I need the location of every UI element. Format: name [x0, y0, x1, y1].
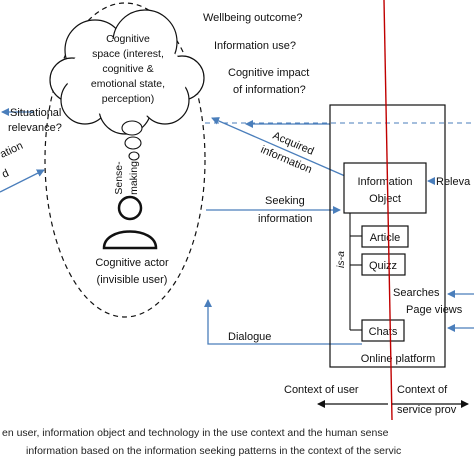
question-cognitive-impact-line1: Cognitive impact	[228, 67, 309, 79]
information-object-box	[343, 162, 427, 214]
relevance-cut-label: Releva	[436, 176, 471, 188]
chats-box	[361, 319, 405, 342]
is-a-label: is-a	[335, 251, 347, 268]
question-information-use: Information use?	[214, 40, 296, 52]
user-figure-icon	[102, 195, 158, 250]
article-box	[361, 225, 409, 248]
cloud-text-line1: Cognitive	[106, 33, 150, 45]
situational-line1: Situational	[10, 107, 61, 119]
sense-making-line1: Sense-	[113, 161, 125, 195]
context-service-line1: Context of	[397, 384, 448, 396]
context-service-line2: service prov	[397, 404, 457, 416]
seeking-label-line2: information	[258, 213, 312, 225]
caption-line2: information based on the information see…	[26, 445, 401, 457]
cloud-text-line5: perception)	[102, 93, 155, 105]
situational-line2: relevance?	[8, 122, 62, 134]
context-divider-line	[383, 0, 393, 421]
left-cut-text-line2: d	[0, 167, 11, 180]
actor-label-line1: Cognitive actor	[95, 257, 169, 269]
online-platform-box	[329, 104, 446, 368]
searches-label: Searches	[393, 287, 440, 299]
acquired-information-arrow	[211, 117, 346, 177]
cloud-text-line4: emotional state,	[91, 78, 165, 90]
information-object-line1: Information	[357, 176, 412, 188]
information-object-line2: Object	[369, 193, 401, 205]
article-label: Article	[370, 232, 401, 244]
quiz-label: Quizz	[369, 260, 397, 272]
online-platform-label: Online platform	[361, 353, 436, 365]
caption-line1: en user, information object and technolo…	[2, 427, 389, 439]
quiz-box	[361, 253, 406, 276]
left-cut-text-line1: ation	[0, 140, 25, 161]
context-user-label: Context of user	[284, 384, 359, 396]
sense-making-line2: making	[128, 161, 140, 195]
dialogue-label: Dialogue	[228, 331, 271, 343]
cloud-text-line3: cognitive &	[102, 63, 153, 75]
actor-label-line2: (invisible user)	[97, 274, 168, 286]
seeking-label-line1: Seeking	[265, 195, 305, 207]
user-context-ellipse	[44, 2, 206, 318]
left-arrow-line	[0, 169, 45, 193]
page-views-label: Page views	[406, 304, 463, 316]
thought-bubble	[128, 151, 140, 161]
cloud-text-line2: space (interest,	[92, 48, 164, 60]
thought-bubble	[124, 136, 142, 150]
chats-label: Chats	[369, 326, 398, 338]
dialogue-arrow	[204, 299, 362, 345]
thought-bubble	[121, 120, 143, 136]
question-wellbeing: Wellbeing outcome?	[203, 12, 302, 24]
question-cognitive-impact-line2: of information?	[233, 84, 306, 96]
